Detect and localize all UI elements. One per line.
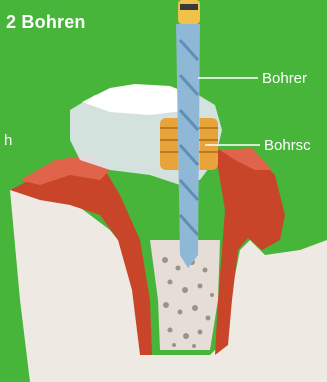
section-title: 2 Bohren [6,12,86,33]
section-number: 2 [6,12,16,32]
drill-bit [176,0,200,268]
section-heading: Bohren [21,12,85,32]
label-left-fragment: h [4,132,12,149]
label-drill: Bohrer [262,70,307,87]
label-sleeve: Bohrsc [264,137,311,154]
